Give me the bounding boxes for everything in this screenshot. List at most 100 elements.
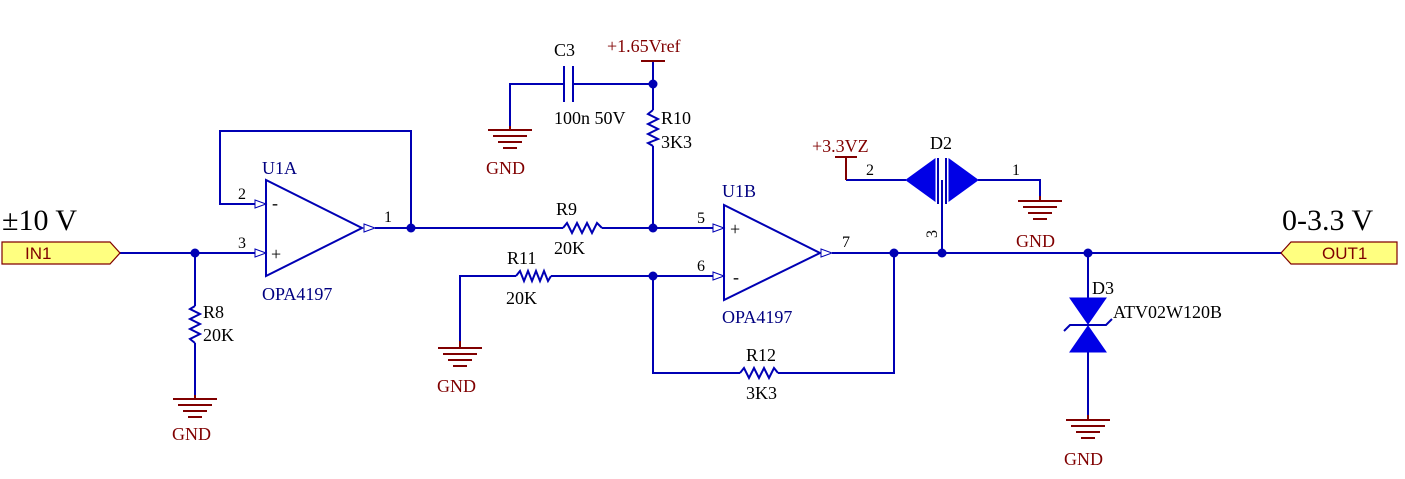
junction-dot xyxy=(889,248,899,258)
r8-value-label: 20K xyxy=(203,325,234,345)
u1b-pin-noninv: 5 xyxy=(697,210,705,227)
u1a-minus-symbol: - xyxy=(272,193,278,213)
opamp-u1a-body xyxy=(265,178,365,278)
r10-value-label: 3K3 xyxy=(661,132,692,152)
r12-ref-label: R12 xyxy=(746,345,776,365)
port-in1-shape xyxy=(1,241,121,265)
d2-pin3-label: 3 xyxy=(924,230,941,238)
gnd-label: GND xyxy=(1064,449,1103,469)
d2-pin1-label: 1 xyxy=(1012,162,1020,179)
input-range-label: ±10 V xyxy=(2,204,77,237)
ground-icon xyxy=(488,126,532,149)
vz-label: +3.3VZ xyxy=(812,136,869,156)
gnd-label: GND xyxy=(437,376,476,396)
u1a-plus-symbol: + xyxy=(271,244,281,264)
wire-r12-feedback xyxy=(652,276,740,374)
gnd-label: GND xyxy=(486,158,525,178)
gnd-d2: GND xyxy=(1016,196,1062,251)
port-out1-label: OUT1 xyxy=(1322,244,1367,263)
u1a-part-label: OPA4197 xyxy=(262,284,332,304)
port-out1: OUT1 xyxy=(1280,241,1398,265)
junction-dot xyxy=(648,79,658,89)
junction-dot xyxy=(648,223,658,233)
power-vz: +3.3VZ xyxy=(812,136,869,180)
c3-value-label: 100n 50V xyxy=(554,108,626,128)
u1a-pin-noninv: 3 xyxy=(238,235,246,252)
diode-d3-upper-triangle xyxy=(1069,297,1107,325)
gnd-r8: GND xyxy=(172,395,217,444)
diode-d3-bar xyxy=(1063,318,1113,332)
r10-ref-label: R10 xyxy=(661,108,691,128)
r12-value-label: 3K3 xyxy=(746,383,777,403)
ground-icon xyxy=(438,341,482,367)
port-in1: IN1 xyxy=(1,241,121,265)
wire-d2-pin1 xyxy=(978,179,1041,196)
power-vref: +1.65Vref xyxy=(607,36,681,62)
gnd-d3: GND xyxy=(1064,415,1110,469)
resistor-r12: R12 3K3 xyxy=(739,345,779,403)
diode-d2-right-triangle xyxy=(948,158,979,202)
c3-ref-label: C3 xyxy=(554,40,575,60)
wire-c3-left xyxy=(509,83,564,126)
resistor-r12-body xyxy=(739,365,779,381)
wire-r11-left xyxy=(459,275,516,341)
d2-pin2-label: 2 xyxy=(866,162,874,179)
diode-d2-left-triangle xyxy=(905,158,936,202)
wires xyxy=(120,61,1281,415)
opamp-u1b-body xyxy=(723,203,823,302)
ground-icon xyxy=(1066,415,1110,439)
pin-arrow xyxy=(712,223,726,233)
pin-arrow xyxy=(820,248,834,258)
u1b-minus-symbol: - xyxy=(733,267,739,287)
d3-ref-label: D3 xyxy=(1092,278,1114,298)
opamp-u1a: - + 2 3 1 U1A OPA4197 xyxy=(238,158,392,304)
output-range-label: 0-3.3 V xyxy=(1282,204,1373,237)
tvs-diode-d3: D3 ATV02W120B xyxy=(1063,278,1222,353)
junction-dot xyxy=(190,248,200,258)
wire-u1a-feedback xyxy=(219,130,412,228)
junction-dot xyxy=(937,248,947,258)
d2-ref-label: D2 xyxy=(930,133,952,153)
resistor-r8: R8 20K xyxy=(187,302,234,345)
r11-value-label: 20K xyxy=(506,288,537,308)
resistor-r9-body xyxy=(562,220,603,236)
ground-icon xyxy=(173,395,217,418)
ground-icon xyxy=(1018,196,1062,220)
diode-d2: D2 2 1 3 xyxy=(866,133,1020,238)
resistor-r8-body xyxy=(187,305,203,344)
junction-dot xyxy=(648,271,658,281)
r8-ref-label: R8 xyxy=(203,302,224,322)
u1a-pin-inv: 2 xyxy=(238,186,246,203)
u1a-pin-out: 1 xyxy=(384,209,392,226)
r11-ref-label: R11 xyxy=(507,248,536,268)
r9-ref-label: R9 xyxy=(556,199,577,219)
gnd-c3: GND xyxy=(486,126,532,178)
resistor-r11: R11 20K xyxy=(506,248,552,308)
gnd-r11: GND xyxy=(437,341,482,396)
gnd-label: GND xyxy=(1016,231,1055,251)
port-out1-shape xyxy=(1280,241,1398,265)
port-in1-label: IN1 xyxy=(25,244,51,263)
u1a-ref-label: U1A xyxy=(262,158,297,178)
vz-symbol xyxy=(835,156,857,180)
u1b-plus-symbol: + xyxy=(730,219,740,239)
resistor-r10-body xyxy=(645,109,661,147)
gnd-label: GND xyxy=(172,424,211,444)
u1b-ref-label: U1B xyxy=(722,181,756,201)
pin-arrow xyxy=(254,199,268,209)
diode-d3-lower-triangle xyxy=(1069,325,1107,353)
u1b-pin-out: 7 xyxy=(842,234,850,251)
u1b-part-label: OPA4197 xyxy=(722,307,792,327)
junction-dot xyxy=(1083,248,1093,258)
d3-part-label: ATV02W120B xyxy=(1113,302,1222,322)
resistor-r10: R10 3K3 xyxy=(645,108,692,152)
pin-arrow xyxy=(254,248,268,258)
capacitor-c3: C3 100n 50V xyxy=(554,40,626,128)
pin-arrow xyxy=(363,223,377,233)
u1b-pin-inv: 6 xyxy=(697,258,705,275)
opamp-u1b: + - 5 6 7 U1B OPA4197 xyxy=(697,181,850,327)
junctions xyxy=(190,79,1093,281)
r9-value-label: 20K xyxy=(554,238,585,258)
junction-dot xyxy=(406,223,416,233)
resistor-r9: R9 20K xyxy=(554,199,603,258)
